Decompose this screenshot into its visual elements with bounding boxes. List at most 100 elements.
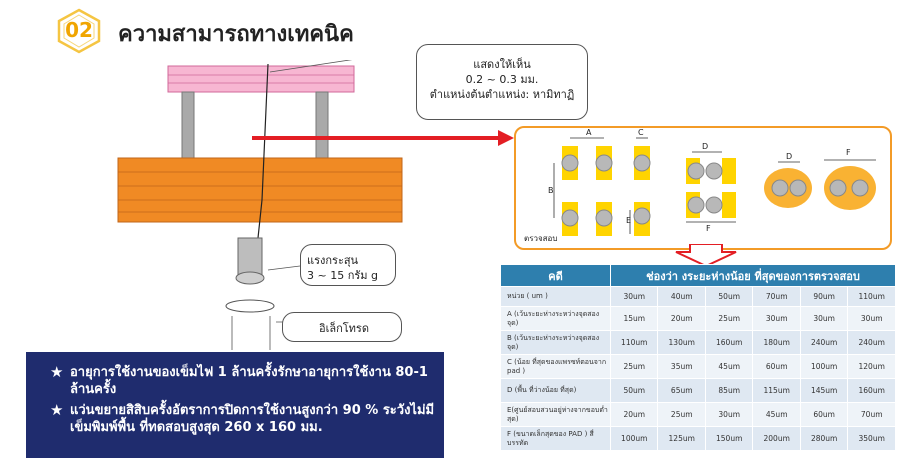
cell: 350um [847,426,896,451]
red-arrow-icon [252,130,514,146]
callout-needle-offset: แสดงให้เห็น 0.2 ~ 0.3 มม. ตำแหน่งต้นตำแห… [416,44,588,120]
table-row: E(ศูนย์สอบสวนอยู่ห่างจากขอบต่ำสุด) 20um … [500,402,896,427]
cell: 30um [847,306,896,331]
callout-top-line2: 0.2 ~ 0.3 มม. [465,73,539,86]
cell: 180um [752,330,801,355]
table-header-spacing: ช่องว่า งระยะห่างน้อย ที่สุดของการตรวจสอ… [610,264,896,287]
support-post-right [315,91,329,161]
cell: 160um [847,378,896,403]
cell: 15um [609,306,659,331]
page-title: ความสามารถทางเทคนิค [118,22,354,47]
cell: 65um [657,378,706,403]
callout-force-line2: 3 ~ 15 กรัม [307,269,368,282]
cell: 240um [799,330,849,355]
table-row: B (เว้นระยะห่างระหว่างจุดสองจุด) 110um 1… [500,330,896,355]
pink-board [167,65,355,93]
cell: 20um [657,306,706,331]
note-text: อายุการใช้งานของเข็มไฟ 1 ล้านครั้งรักษาอ… [70,365,428,397]
cell: 30um [609,286,659,307]
table-row: D (พื้น ที่ว่างน้อย ที่สุด) 50um 65um 85… [500,378,896,403]
callout-force-unit: g [371,269,379,282]
cell: 85um [704,378,754,403]
cell: 30um [799,306,849,331]
cell: 45um [704,354,754,379]
cell: 60um [799,402,849,427]
pad-grid-left [553,137,651,236]
label-d: D [702,142,709,151]
cell: 110um [609,330,659,355]
note-item: ★ อายุการใช้งานของเข็มไฟ 1 ล้านครั้งรักษ… [50,364,436,398]
row-label: D (พื้น ที่ว่างน้อย ที่สุด) [500,378,611,403]
cell: 145um [799,378,849,403]
orange-board [117,157,403,223]
table-row: F (ขนาดเล็กสุดของ PAD ) สี่บรรทัด 100um … [500,426,896,451]
label-b: B [548,186,554,195]
cell: 60um [752,354,801,379]
pad-spacing-diagram: A C B E D F D F ตรวจสอบ [514,126,892,250]
cell: 30um [752,306,801,331]
callout-plate-label: อิเล็กโทรด [319,322,369,335]
cell: 130um [657,330,706,355]
star-icon: ★ [50,363,64,381]
note-text: แว่นขยายสิสิบครั้งอัตราการปิดการใช้งานสู… [70,403,435,435]
row-label: C (น้อย ที่สุดของแพรซท์ตอนจาก pad ) [500,354,611,379]
cell: 120um [847,354,896,379]
table-row: A (เว้นระยะห่างระหว่างจุดสองจุด) 15um 20… [500,306,896,331]
cell: 70um [752,286,801,307]
cell: 115um [752,378,801,403]
callout-top-line3: ตำแหน่งต้นตำแหน่ง: หามิทาฏิ [429,88,575,101]
pad-grid-middle [686,151,736,223]
cell: 160um [704,330,754,355]
cell: 70um [847,402,896,427]
cell: 90um [799,286,849,307]
row-label: F (ขนาดเล็กสุดของ PAD ) สี่บรรทัด [500,426,611,451]
row-label: B (เว้นระยะห่างระหว่างจุดสองจุด) [500,330,611,355]
cell: 25um [609,354,659,379]
callout-probe-force: แรงกระสุน 3 ~ 15 กรัม g [300,244,396,286]
cell: 100um [609,426,659,451]
cell: 200um [752,426,801,451]
row-label: หน่วย ( um ) [500,286,611,307]
cell: 125um [657,426,706,451]
cell: 240um [847,330,896,355]
callout-force-line1: แรงกระสุน [307,254,359,267]
cell: 100um [799,354,849,379]
cell: 25um [657,402,706,427]
star-icon: ★ [50,401,64,419]
probe-needle [257,63,269,239]
probe-diagram [117,60,403,350]
row-label: A (เว้นระยะห่างระหว่างจุดสองจุด) [500,306,611,331]
cell: 110um [847,286,896,307]
label-e: E [626,216,632,225]
cell: 25um [704,306,754,331]
electrode-plate [225,299,275,313]
table-row: C (น้อย ที่สุดของแพรซท์ตอนจาก pad ) 25um… [500,354,896,379]
down-arrow-icon [675,244,737,266]
cell: 280um [799,426,849,451]
table-row: หน่วย ( um ) 30um 40um 50um 70um 90um 11… [500,286,896,307]
cell: 35um [657,354,706,379]
label-d2: D [786,152,793,161]
inspect-label: ตรวจสอบ [524,234,558,243]
pad-ellipses [764,159,876,210]
cell: 50um [704,286,754,307]
notes-box: ★ อายุการใช้งานของเข็มไฟ 1 ล้านครั้งรักษ… [26,352,444,458]
label-a: A [586,128,592,137]
cell: 45um [752,402,801,427]
spacing-table: คดี ช่องว่า งระยะห่างน้อย ที่สุดของการตร… [500,264,896,451]
table-header-case: คดี [500,264,611,287]
callout-electrode: อิเล็กโทรด [282,312,402,342]
pad-illustration [553,137,876,236]
support-post-left [181,91,195,161]
hexagon-badge-icon [57,8,101,54]
section-number: 02 [65,18,93,42]
row-label: E(ศูนย์สอบสวนอยู่ห่างจากขอบต่ำสุด) [500,402,611,427]
cell: 50um [609,378,659,403]
label-f2: F [846,148,851,157]
cell: 150um [704,426,754,451]
callout-top-line1: แสดงให้เห็น [473,58,531,71]
cell: 30um [704,402,754,427]
note-item: ★ แว่นขยายสิสิบครั้งอัตราการปิดการใช้งาน… [50,402,436,436]
cell: 20um [609,402,659,427]
